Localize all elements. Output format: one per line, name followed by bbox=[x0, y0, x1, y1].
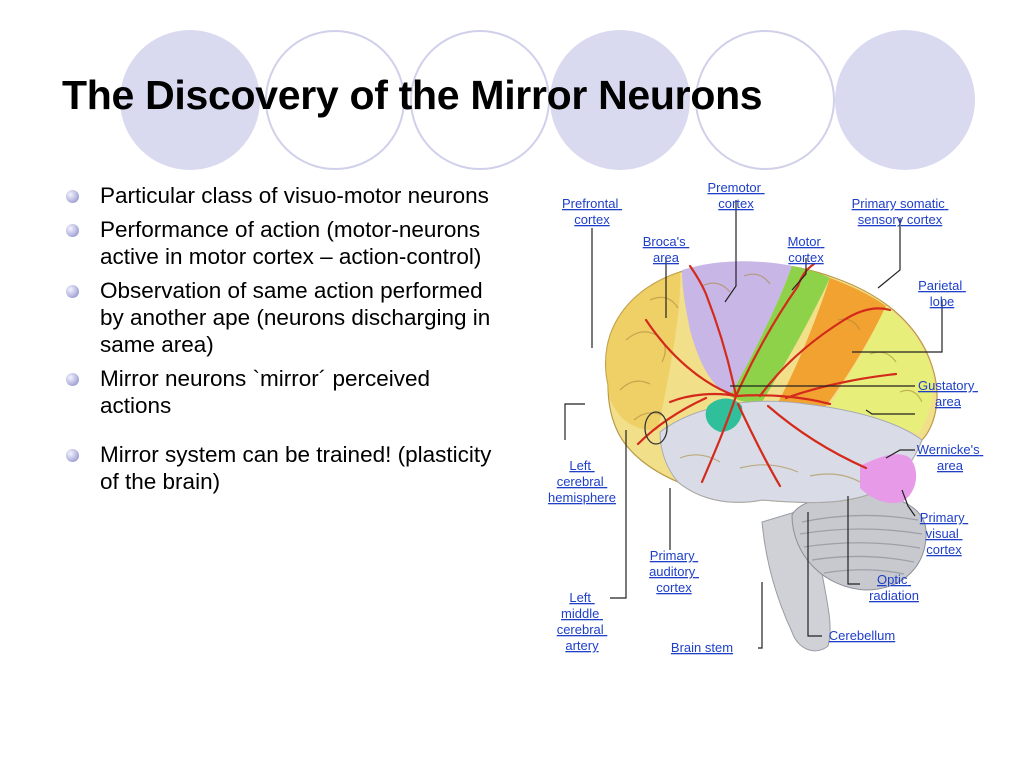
bullet-text: Observation of same action performed by … bbox=[100, 278, 491, 357]
label-artery: Left middle cerebral artery bbox=[557, 590, 608, 653]
premotor-region bbox=[682, 261, 792, 396]
decor-circle-2 bbox=[265, 30, 405, 170]
label-wernicke: Wernicke's area bbox=[917, 442, 984, 473]
label-visual: Primary visual cortex bbox=[920, 510, 968, 557]
label-auditory: Primary auditory cortex bbox=[649, 548, 699, 595]
label-somatic: Primary somatic sensory cortex bbox=[852, 196, 949, 227]
label-left-hemisphere: Left cerebral hemisphere bbox=[548, 458, 616, 505]
bullet-text: Performance of action (motor-neurons act… bbox=[100, 217, 482, 269]
brain-illustration bbox=[605, 261, 938, 652]
bullet-list: Particular class of visuo-motor neurons … bbox=[64, 182, 494, 502]
bullet-item: Mirror neurons `mirror´ perceived action… bbox=[64, 365, 494, 419]
decor-circle-5 bbox=[695, 30, 835, 170]
label-optic: Optic radiation bbox=[869, 572, 919, 603]
bullet-icon bbox=[66, 449, 79, 462]
artery-lines bbox=[636, 262, 898, 488]
label-prefrontal: Prefrontal cortex bbox=[562, 196, 622, 227]
artery-origin-ring bbox=[644, 411, 668, 445]
label-parietal: Parietal lobe bbox=[918, 278, 966, 309]
label-brainstem: Brain stem bbox=[671, 640, 733, 655]
bullet-text: Mirror system can be trained! (plasticit… bbox=[100, 442, 492, 494]
bullet-item: Particular class of visuo-motor neurons bbox=[64, 182, 494, 209]
prefrontal-region bbox=[605, 272, 681, 431]
label-cerebellum: Cerebellum bbox=[829, 628, 895, 643]
brain-diagram: Prefrontal cortex Premotor cortex Primar… bbox=[548, 180, 984, 655]
slide-title: The Discovery of the Mirror Neurons bbox=[62, 72, 763, 118]
leader-lines bbox=[564, 200, 943, 649]
bullet-icon bbox=[66, 285, 79, 298]
decor-circle-3 bbox=[410, 30, 550, 170]
somatic-region bbox=[776, 278, 886, 408]
bullet-icon bbox=[66, 224, 79, 237]
bullet-icon bbox=[66, 373, 79, 386]
decor-circle-4 bbox=[550, 30, 690, 170]
cerebellum-folds bbox=[799, 514, 923, 575]
label-premotor: Premotor cortex bbox=[707, 180, 764, 211]
bullet-item: Observation of same action performed by … bbox=[64, 277, 494, 358]
bullet-item: Performance of action (motor-neurons act… bbox=[64, 216, 494, 270]
label-broca: Broca's area bbox=[643, 234, 690, 265]
bullet-text: Mirror neurons `mirror´ perceived action… bbox=[100, 366, 431, 418]
motor-region bbox=[730, 266, 830, 403]
decor-circle-6 bbox=[835, 30, 975, 170]
decor-circle-1 bbox=[120, 30, 260, 170]
bullet-icon bbox=[66, 190, 79, 203]
label-motor: Motor cortex bbox=[788, 234, 825, 265]
label-gustatory: Gustatory area bbox=[918, 378, 978, 409]
bullet-text: Particular class of visuo-motor neurons bbox=[100, 183, 489, 208]
parietal-region bbox=[828, 306, 934, 434]
bullet-item: Mirror system can be trained! (plasticit… bbox=[64, 441, 494, 495]
